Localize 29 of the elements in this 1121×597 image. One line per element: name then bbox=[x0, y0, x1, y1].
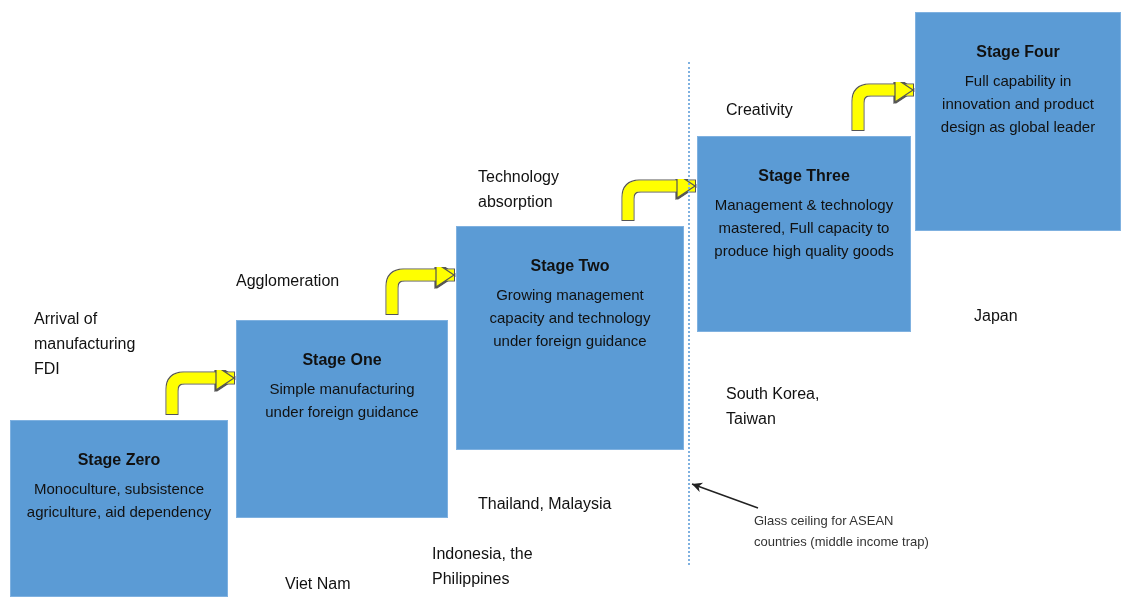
text-label: Thailand, Malaysia bbox=[478, 494, 612, 514]
stage-title: Stage Zero bbox=[77, 451, 161, 469]
text-label: Indonesia, the Philippines bbox=[432, 544, 534, 589]
text-label: Technology absorption bbox=[478, 167, 560, 212]
text-label: Arrival of manufacturing FDI bbox=[34, 309, 137, 379]
bent-arrow bbox=[166, 365, 235, 414]
stage-description: Monoculture, subsistence agriculture, aid dependency bbox=[25, 479, 213, 522]
stage-title: Stage Four bbox=[976, 43, 1060, 61]
stage-box bbox=[697, 136, 911, 332]
stage-box bbox=[915, 12, 1121, 231]
stage-box bbox=[236, 320, 448, 518]
stage-title: Stage Three bbox=[758, 167, 850, 185]
dotted-divider-line bbox=[688, 62, 692, 565]
text-label: Viet Nam bbox=[285, 574, 351, 594]
stage-description: Management & technology mastered, Full capacity to produce high quality goods bbox=[713, 195, 895, 261]
stage-title: Stage Two bbox=[530, 257, 610, 275]
stage-box bbox=[456, 226, 684, 450]
text-label: Agglomeration bbox=[236, 271, 340, 291]
text-label: South Korea, Taiwan bbox=[726, 384, 821, 429]
annotation-text: Glass ceiling for ASEAN countries (middle income trap) bbox=[754, 510, 946, 552]
stage-box bbox=[10, 420, 228, 597]
text-label: Creativity bbox=[726, 100, 793, 120]
text-label: Japan bbox=[974, 306, 1018, 326]
bent-arrow bbox=[622, 173, 696, 220]
leader-line bbox=[691, 482, 759, 509]
stage-description: Full capability in innovation and product design as global leader bbox=[940, 71, 1096, 137]
stage-description: Simple manufacturing under foreign guidance bbox=[264, 379, 420, 422]
stage-title: Stage One bbox=[302, 351, 382, 369]
stage-description: Growing management capacity and technology under foreign guidance bbox=[488, 285, 652, 351]
